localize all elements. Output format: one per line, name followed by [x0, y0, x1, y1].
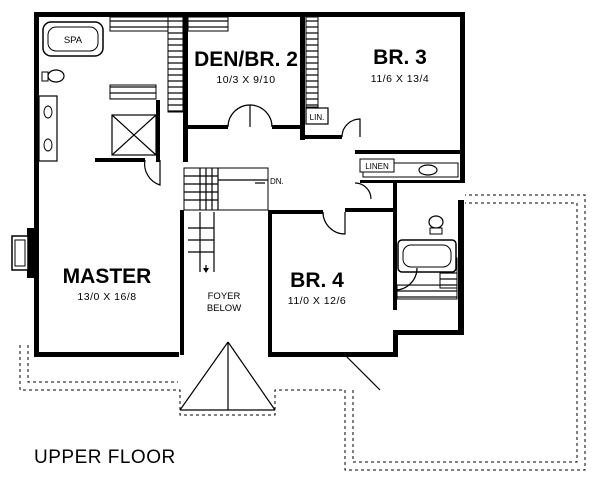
foyer-below-label: BELOW	[207, 303, 241, 314]
br3-size: 11/6 X 13/4	[371, 73, 429, 85]
staircase	[183, 167, 269, 273]
master-name: MASTER	[63, 265, 152, 288]
interior-walls	[95, 12, 465, 356]
toilet-icon-2	[428, 215, 444, 229]
linen-label: LINEN	[365, 162, 389, 171]
den-size: 10/3 X 9/10	[216, 74, 275, 86]
br4-name: BR. 4	[290, 269, 344, 292]
foyer-label: FOYER	[208, 291, 241, 302]
spa-label: SPA	[64, 35, 83, 46]
br3-name: BR. 3	[373, 46, 427, 69]
roof-outline	[19, 194, 586, 471]
room-labels: DEN/BR. 2 10/3 X 9/10 BR. 3 11/6 X 13/4 …	[63, 46, 429, 314]
fixtures: SPA	[38, 21, 459, 273]
master-size: 13/0 X 16/8	[77, 291, 136, 303]
dn-label: DN.	[270, 177, 284, 186]
vanity	[38, 95, 58, 162]
closets	[109, 16, 458, 300]
br4-size: 11/0 X 12/6	[288, 295, 346, 307]
toilet-icon	[47, 69, 65, 83]
plan-title: UPPER FLOOR	[34, 447, 176, 468]
lin-label: LIN.	[310, 113, 325, 122]
den-name: DEN/BR. 2	[194, 48, 298, 71]
door-swings	[144, 104, 418, 291]
exterior-walls	[11, 12, 465, 357]
